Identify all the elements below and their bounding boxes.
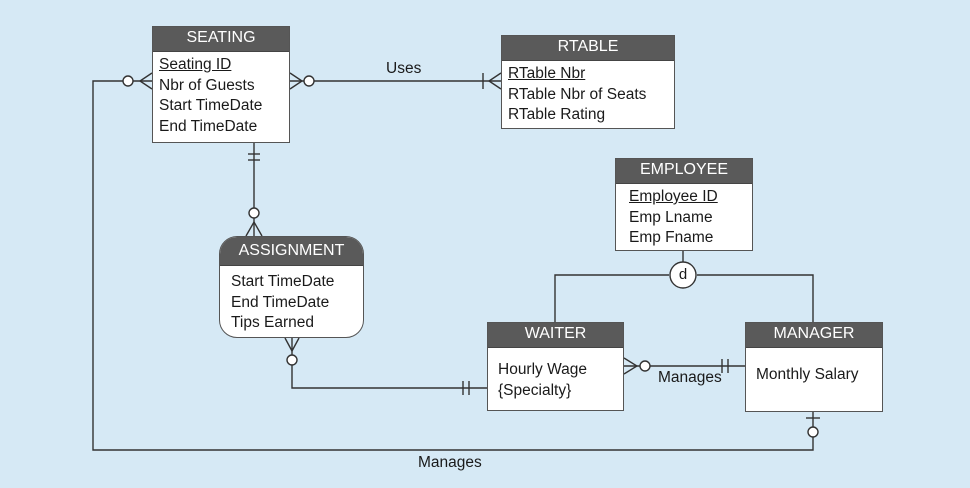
seating-entity: SEATING Seating ID Nbr of Guests Start T… bbox=[152, 26, 290, 143]
manages-waiter-label: Manages bbox=[658, 369, 722, 386]
assignment-entity: ASSIGNMENT Start TimeDate End TimeDate T… bbox=[219, 236, 364, 338]
assignment-optional-circle bbox=[248, 207, 260, 219]
rtable-attr: RTable Rating bbox=[508, 106, 606, 123]
assignment-many-crowsfoot-2 bbox=[284, 337, 300, 353]
disjoint-symbol: d bbox=[678, 266, 688, 283]
waiter-attr: {Specialty} bbox=[498, 381, 572, 399]
assignment-waiter-line bbox=[291, 338, 487, 389]
assignment-many-crowsfoot bbox=[245, 220, 263, 237]
assignment-optional-circle-2 bbox=[286, 354, 298, 366]
rtable-title: RTABLE bbox=[502, 36, 674, 61]
manager-entity: MANAGER Monthly Salary bbox=[745, 322, 883, 412]
employee-attr: Emp Lname bbox=[629, 208, 713, 226]
employee-title: EMPLOYEE bbox=[616, 159, 752, 184]
waiter-many-crowsfoot bbox=[623, 357, 639, 375]
seating-many-crowsfoot-2 bbox=[138, 72, 153, 90]
seating-attr: Nbr of Guests bbox=[159, 76, 255, 94]
seating-optional-circle bbox=[303, 75, 315, 87]
assignment-attr: Tips Earned bbox=[231, 314, 314, 331]
employee-pk: Employee ID bbox=[629, 188, 718, 205]
assignment-attr: Start TimeDate bbox=[231, 273, 335, 290]
seating-attr: Start TimeDate bbox=[159, 97, 263, 114]
employee-attr: Emp Fname bbox=[629, 229, 714, 246]
assignment-title: ASSIGNMENT bbox=[220, 237, 363, 266]
uses-label: Uses bbox=[386, 60, 422, 77]
waiter-optional-circle bbox=[639, 360, 651, 372]
disjoint-circle bbox=[669, 261, 697, 289]
seating-many-crowsfoot bbox=[289, 72, 304, 90]
rtable-attr: RTable Nbr of Seats bbox=[508, 85, 647, 103]
seating-pk: Seating ID bbox=[159, 56, 232, 73]
assignment-attr: End TimeDate bbox=[231, 293, 330, 311]
subtype-manager-line bbox=[697, 274, 814, 322]
manager-title: MANAGER bbox=[746, 323, 882, 348]
manages-seating-label: Manages bbox=[418, 454, 482, 471]
subtype-waiter-line bbox=[554, 274, 669, 322]
rtable-many-crowsfoot bbox=[487, 72, 502, 90]
waiter-title: WAITER bbox=[488, 323, 623, 348]
manager-attr: Monthly Salary bbox=[756, 366, 859, 383]
seating-title: SEATING bbox=[153, 27, 289, 52]
waiter-attr: Hourly Wage bbox=[498, 361, 588, 378]
waiter-entity: WAITER Hourly Wage {Specialty} bbox=[487, 322, 624, 411]
seating-attr: End TimeDate bbox=[159, 117, 258, 135]
rtable-pk: RTable Nbr bbox=[508, 65, 586, 82]
employee-entity: EMPLOYEE Employee ID Emp Lname Emp Fname bbox=[615, 158, 753, 251]
manager-optional-circle bbox=[807, 426, 819, 438]
seating-optional-circle-2 bbox=[122, 75, 134, 87]
rtable-entity: RTABLE RTable Nbr RTable Nbr of Seats RT… bbox=[501, 35, 675, 129]
